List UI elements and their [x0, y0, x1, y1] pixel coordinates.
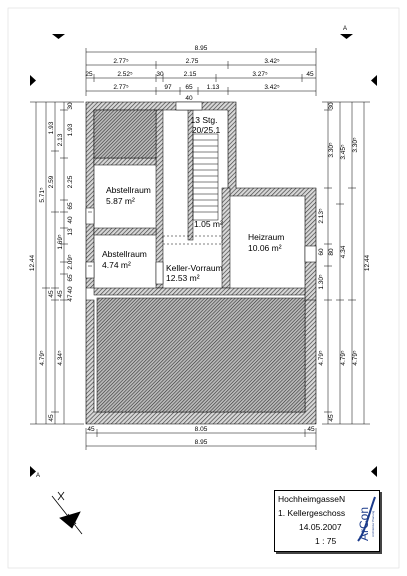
dim-left-c4-8: 40 [67, 286, 74, 294]
dims-right-text: 12.44 3.30⁵ 4.79⁵ 3.45⁵ 4.34 30 3.30⁵ 2.… [318, 102, 371, 422]
section-marker-top: A [343, 26, 347, 32]
dim-top-overall: 8.95 [195, 45, 208, 52]
dim-bottom-overall: 8.95 [195, 439, 208, 446]
room-0-area: 5.87 m² [106, 196, 135, 206]
title-scale: 1 : 75 [315, 536, 337, 546]
dim-bottom-0: 45 [87, 426, 95, 433]
title-floor: 1. Kellergeschoss [278, 508, 346, 518]
dim-right-c3-6: 4.79⁵ [318, 350, 325, 366]
dim-left-c4-6: 2.09⁵ [67, 254, 74, 270]
dim-door-width: 40 [185, 95, 193, 102]
hatched-area-small [93, 109, 157, 159]
north-arrow-icon [51, 491, 83, 535]
logo-subtext: Architektur Planung [371, 510, 375, 537]
dim-left-c3-1: 1.69⁵ [57, 234, 64, 250]
room-3-name: Heizraum [248, 232, 284, 242]
dims-bottom [85, 428, 317, 450]
dim-left-c4-7: 45 [57, 290, 64, 298]
dim-right-c3-4: 80 [328, 248, 335, 256]
dim-right-c3-8: 4.79⁵ [340, 350, 347, 366]
corner-triangle-icon [30, 34, 377, 477]
dim-top-r2-4: 3.27⁵ [252, 71, 268, 78]
title-date: 14.05.2007 [299, 522, 342, 532]
dim-left-c4-2: 2.25 [67, 175, 74, 188]
dim-left-c1-1: 4.79⁵ [39, 350, 46, 366]
dim-left-c4-4: 65 [67, 202, 74, 210]
dims-right [322, 101, 370, 425]
dim-left-c2-3: 45 [48, 414, 55, 422]
room-2-name: Keller-Vorraum [166, 263, 223, 273]
room-3-area: 10.06 m² [248, 243, 282, 253]
dim-right-c3-5: 1.30⁵ [318, 274, 325, 290]
hatched-area-large [96, 297, 306, 413]
room-0-name: Abstellraum [106, 185, 151, 195]
dim-left-c2-2: 45 [48, 290, 55, 298]
dim-left-overall: 12.44 [29, 254, 36, 271]
dim-right-c3-7: 45 [328, 414, 335, 422]
dim-top-r3-0: 2.77⁵ [113, 84, 129, 91]
dim-right-c3-0: 30 [328, 102, 335, 110]
dim-left-c4-1: 1.93 [67, 123, 74, 136]
dims-left-text: 12.44 5.71⁵ 4.79⁵ 1.93 2.59 45 45 2.13 1… [29, 102, 74, 422]
dim-left-c4-5: 13 [67, 228, 74, 236]
dim-top-r2-1: 2.52⁵ [117, 71, 133, 78]
dim-right-c3-1: 3.30⁵ [328, 142, 335, 158]
dim-right-c1-0: 3.30⁵ [352, 137, 359, 153]
dim-left-c4-3: 40 [67, 216, 74, 224]
dim-top-r2-3: 2.15 [184, 71, 197, 78]
dim-top-r3-2: 65 [185, 84, 193, 91]
dim-left-c4-0: 30 [67, 102, 74, 110]
dim-right-c3-3: 60 [318, 248, 325, 256]
dim-right-c1-1: 4.79⁵ [352, 350, 359, 366]
room-1-area: 4.74 m² [102, 260, 131, 270]
section-marker-left: A [36, 473, 40, 479]
logo-text: ArCon [357, 507, 371, 541]
stair-label: 13 Stg. [191, 115, 218, 125]
dims-top [85, 48, 317, 96]
dim-right-overall: 12.44 [364, 254, 371, 271]
arcon-logo-icon: ArCon Architektur Planung [355, 493, 377, 547]
stair-ratio: 20/25.1 [192, 125, 221, 135]
dim-left-c2-0: 1.93 [48, 121, 55, 134]
dim-top-r1-1: 2.75 [186, 58, 199, 65]
dim-right-c2-1: 4.34 [340, 245, 347, 258]
dim-left-c3-0: 2.13 [57, 133, 64, 146]
dim-left-c4-10: 47 [67, 294, 74, 302]
landing-area: 1.05 m² [194, 219, 223, 229]
room-2-area: 12.53 m² [166, 273, 200, 283]
dims-left [30, 101, 84, 425]
dim-top-r1-0: 2.77⁵ [113, 58, 129, 65]
dim-bottom-2: 45 [307, 426, 315, 433]
dim-top-r1-2: 3.42⁵ [264, 58, 280, 65]
dim-top-r2-5: 45 [306, 71, 314, 78]
dim-top-r2-2: 30 [156, 71, 164, 78]
dim-left-c4-9: 65 [67, 274, 74, 282]
room-1-name: Abstellraum [102, 249, 147, 259]
dim-top-r2-0: 25 [85, 71, 93, 78]
dim-bottom-1: 8.05 [195, 426, 208, 433]
dim-left-c2-1: 2.59 [48, 175, 55, 188]
dim-left-c1-0: 5.71⁵ [39, 187, 46, 203]
dim-top-r3-4: 3.42⁵ [264, 84, 280, 91]
openings [85, 101, 317, 285]
dim-left-c3-2: 4.34⁵ [57, 350, 64, 366]
title-block: HochheimgasseN 1. Kellergeschoss 14.05.2… [274, 490, 380, 552]
dim-right-c2-0: 3.45⁵ [340, 144, 347, 160]
title-project: HochheimgasseN [278, 494, 346, 504]
stair [162, 133, 223, 245]
dim-top-r3-1: 97 [164, 84, 172, 91]
dim-right-c3-2: 2.13⁵ [318, 208, 325, 224]
dim-top-r3-3: 1.13 [207, 84, 220, 91]
walls [85, 101, 317, 425]
